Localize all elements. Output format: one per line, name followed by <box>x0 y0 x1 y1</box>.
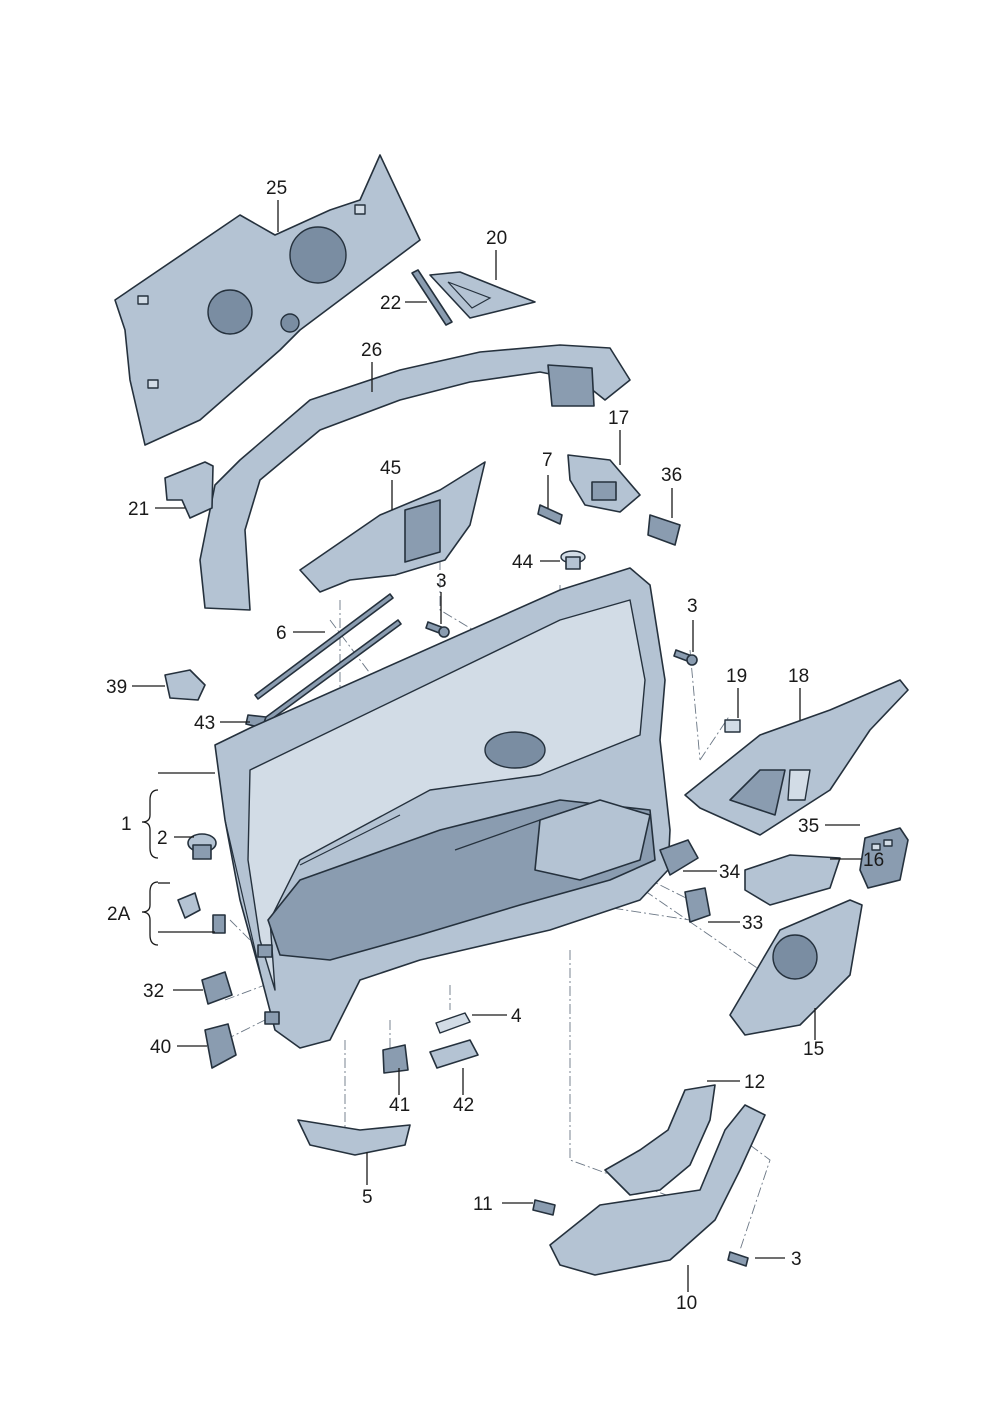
callout-labels: 25 20 22 26 17 7 36 45 21 44 3 3 6 39 19… <box>106 178 884 1314</box>
callout-25: 25 <box>266 178 287 199</box>
part-18-decor-trim <box>684 679 909 836</box>
part-10-armrest <box>549 1104 766 1276</box>
part-21-bracket <box>164 461 214 519</box>
callout-21: 21 <box>128 499 149 520</box>
callout-3-upper-right: 3 <box>687 596 698 617</box>
callout-3-lower: 3 <box>791 1249 802 1270</box>
part-3-screw-lower <box>727 1251 749 1267</box>
callout-41: 41 <box>389 1095 410 1116</box>
part-22-seal-strip <box>411 269 453 326</box>
callout-2: 2 <box>157 828 168 849</box>
callout-7: 7 <box>542 450 553 471</box>
part-7-bolt <box>537 504 563 525</box>
part-25-insulation-panel <box>114 154 421 446</box>
part-34-switch <box>659 839 699 876</box>
callout-10: 10 <box>676 1293 697 1314</box>
part-41-switch <box>382 1044 409 1074</box>
callout-12: 12 <box>744 1072 765 1093</box>
part-17-switch-housing <box>567 454 641 513</box>
callout-16: 16 <box>863 850 884 871</box>
callout-34: 34 <box>719 862 741 883</box>
part-11-screw <box>532 1199 556 1216</box>
part-45-handle-trim <box>299 461 486 593</box>
part-40-switch <box>204 1023 237 1069</box>
callout-17: 17 <box>608 408 629 429</box>
callout-1: 1 <box>121 814 132 835</box>
callout-2A: 2A <box>107 904 131 925</box>
part-16-speaker-trim <box>744 854 841 906</box>
callout-19: 19 <box>726 666 747 687</box>
part-1-door-trim-panel <box>214 567 671 1049</box>
callout-35: 35 <box>798 816 819 837</box>
callout-6: 6 <box>276 623 287 644</box>
part-42-tray <box>429 1039 479 1069</box>
part-3-screw-upper-right <box>673 649 698 666</box>
part-19-clip <box>724 719 741 733</box>
part-20-mirror-triangle <box>429 271 536 319</box>
part-35-window-switch <box>859 827 909 889</box>
callout-3-upper-left: 3 <box>436 571 447 592</box>
part-33-switch <box>684 887 711 923</box>
callout-20: 20 <box>486 228 507 249</box>
part-12-armrest-bracket <box>604 1084 716 1196</box>
callout-45: 45 <box>380 458 401 479</box>
callout-40: 40 <box>150 1037 171 1058</box>
callout-18: 18 <box>788 666 809 687</box>
part-2-clip <box>187 833 217 860</box>
group-braces <box>141 789 170 946</box>
part-26-upper-trim <box>199 344 631 611</box>
callout-22: 22 <box>380 293 401 314</box>
leader-lines <box>132 200 862 1292</box>
callout-39: 39 <box>106 677 127 698</box>
part-5-lower-trim <box>297 1119 411 1156</box>
callout-33: 33 <box>742 913 763 934</box>
part-44-clip <box>560 550 586 570</box>
callout-44: 44 <box>512 552 534 573</box>
callout-43: 43 <box>194 713 215 734</box>
part-32-switch <box>201 971 233 1005</box>
part-39-clip <box>164 669 206 701</box>
part-6-seal-strips <box>254 593 402 725</box>
part-15-speaker-grille <box>729 899 863 1036</box>
callout-32: 32 <box>143 981 164 1002</box>
callout-4: 4 <box>511 1006 522 1027</box>
part-36-switch <box>647 514 681 546</box>
callout-5: 5 <box>362 1187 373 1208</box>
callout-26: 26 <box>361 340 382 361</box>
callout-42: 42 <box>453 1095 474 1116</box>
callout-11: 11 <box>473 1194 493 1215</box>
part-3-screw-upper-left <box>425 621 450 638</box>
callout-15: 15 <box>803 1039 824 1060</box>
part-4-insert <box>435 1012 471 1034</box>
callout-36: 36 <box>661 465 682 486</box>
part-2A-clip <box>177 892 226 934</box>
